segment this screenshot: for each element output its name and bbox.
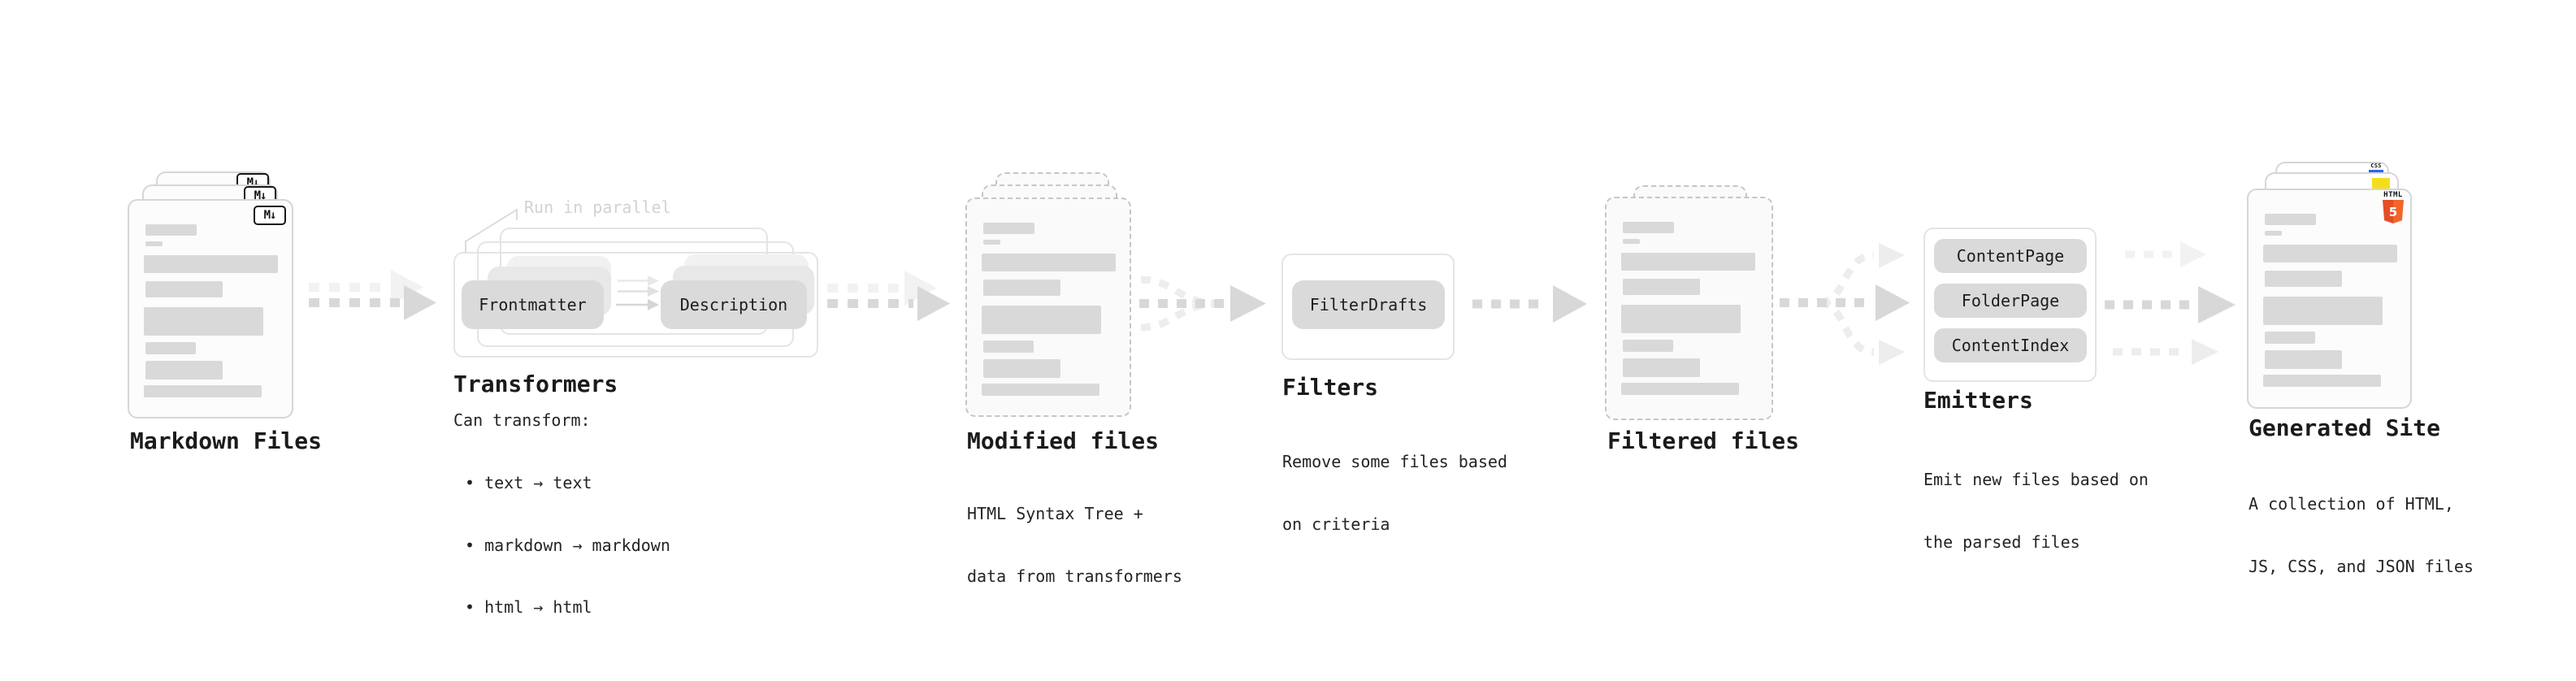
- generated-file-card-front: [2247, 189, 2412, 409]
- bullet-line: • text → text: [465, 473, 592, 492]
- arrow-filtered-files-to-emitters: [1780, 243, 1910, 365]
- text-line-bar: [2265, 214, 2316, 225]
- text-line-bar: [2265, 231, 2282, 236]
- desc-line: JS, CSS, and JSON files: [2249, 556, 2474, 576]
- css-icon-underline: [2369, 170, 2383, 173]
- text-line-bar: [983, 280, 1060, 296]
- html5-icon-number: 5: [2388, 204, 2398, 219]
- text-line-bar: [1623, 239, 1640, 244]
- text-line-bar: [144, 385, 262, 397]
- arrow-modified-files-to-filters: [1139, 275, 1266, 332]
- text-line-bar: [983, 359, 1060, 378]
- stage-label-filtered-files: Filtered files: [1607, 427, 1800, 454]
- text-line-bar: [2265, 271, 2342, 287]
- stage-label-filters: Filters: [1282, 374, 1379, 401]
- desc-line: Emit new files based on: [1923, 470, 2149, 489]
- desc-line: the parsed files: [1923, 531, 2080, 552]
- transformers-bullets: • text → text • markdown → markdown • ht…: [465, 432, 670, 660]
- html5-icon-label: HTML: [2383, 191, 2403, 199]
- bullet-line: • markdown → markdown: [465, 535, 670, 555]
- contentindex-pill: ContentIndex: [1934, 328, 2087, 362]
- arrow-emitters-to-generated-site: [2105, 241, 2236, 365]
- text-line-bar: [982, 254, 1116, 271]
- js-icon: [2372, 178, 2390, 189]
- modified-file-card-front: [965, 197, 1131, 417]
- transformer-card-front: [453, 252, 818, 358]
- arrow-filters-to-filtered-files: [1472, 285, 1587, 323]
- text-line-bar: [982, 306, 1101, 334]
- html5-icon: HTML 5: [2379, 191, 2408, 223]
- contentpage-pill: ContentPage: [1934, 239, 2087, 273]
- folderpage-pill: FolderPage: [1934, 284, 2087, 318]
- css-icon-label: CSS: [2370, 163, 2382, 169]
- generated-site-desc: A collection of HTML, JS, CSS, and JSON …: [2249, 453, 2474, 618]
- arrow-markdown-to-transformers: [309, 270, 436, 320]
- stage-label-modified-files: Modified files: [967, 427, 1160, 454]
- text-line-bar: [2263, 375, 2381, 387]
- markdown-file-card-front: [128, 199, 293, 419]
- text-line-bar: [1621, 305, 1741, 333]
- text-line-bar: [1623, 358, 1700, 377]
- text-line-bar: [1623, 222, 1674, 233]
- text-line-bar: [1621, 383, 1739, 395]
- desc-line: HTML Syntax Tree +: [967, 504, 1143, 523]
- text-line-bar: [145, 241, 163, 246]
- bullet-line: • html → html: [465, 597, 592, 617]
- text-line-bar: [145, 361, 223, 380]
- text-line-bar: [983, 223, 1034, 234]
- desc-line: on criteria: [1282, 514, 1390, 534]
- text-line-bar: [1621, 253, 1755, 271]
- text-line-bar: [1623, 340, 1673, 352]
- text-line-bar: [2265, 332, 2315, 344]
- text-line-bar: [983, 240, 1000, 245]
- filters-desc: Remove some files based on criteria: [1282, 410, 1507, 576]
- css-icon: CSS: [2366, 163, 2386, 173]
- text-line-bar: [2265, 350, 2342, 369]
- text-line-bar: [145, 224, 197, 236]
- text-line-bar: [2263, 245, 2397, 262]
- html5-icon-shield: 5: [2383, 200, 2404, 223]
- markdown-icon: M↓: [254, 206, 286, 225]
- emitters-desc: Emit new files based on the parsed files: [1923, 428, 2149, 594]
- text-line-bar: [982, 384, 1099, 396]
- stage-label-markdown-files: Markdown Files: [130, 427, 323, 454]
- text-line-bar: [2263, 297, 2383, 325]
- run-in-parallel-annotation: Run in parallel: [524, 197, 671, 217]
- text-line-bar: [144, 255, 278, 273]
- description-pill: Description: [661, 280, 807, 329]
- text-line-bar: [1623, 279, 1700, 295]
- text-line-bar: [983, 340, 1034, 353]
- text-line-bar: [144, 307, 263, 336]
- filtered-file-card-front: [1605, 197, 1773, 420]
- transformers-desc-heading: Can transform:: [453, 410, 591, 430]
- desc-line: data from transformers: [967, 566, 1182, 586]
- desc-line: Remove some files based: [1282, 452, 1507, 471]
- text-line-bar: [145, 281, 223, 297]
- filterdrafts-pill: FilterDrafts: [1292, 280, 1445, 329]
- arrow-transformers-to-modified-files: [827, 271, 950, 321]
- stage-label-emitters: Emitters: [1923, 387, 2033, 414]
- frontmatter-pill: Frontmatter: [462, 280, 604, 329]
- stage-label-generated-site: Generated Site: [2249, 414, 2441, 441]
- desc-line: A collection of HTML,: [2249, 494, 2454, 514]
- stage-label-transformers: Transformers: [453, 371, 618, 397]
- text-line-bar: [145, 342, 196, 354]
- modified-files-desc: HTML Syntax Tree + data from transformer…: [967, 462, 1182, 628]
